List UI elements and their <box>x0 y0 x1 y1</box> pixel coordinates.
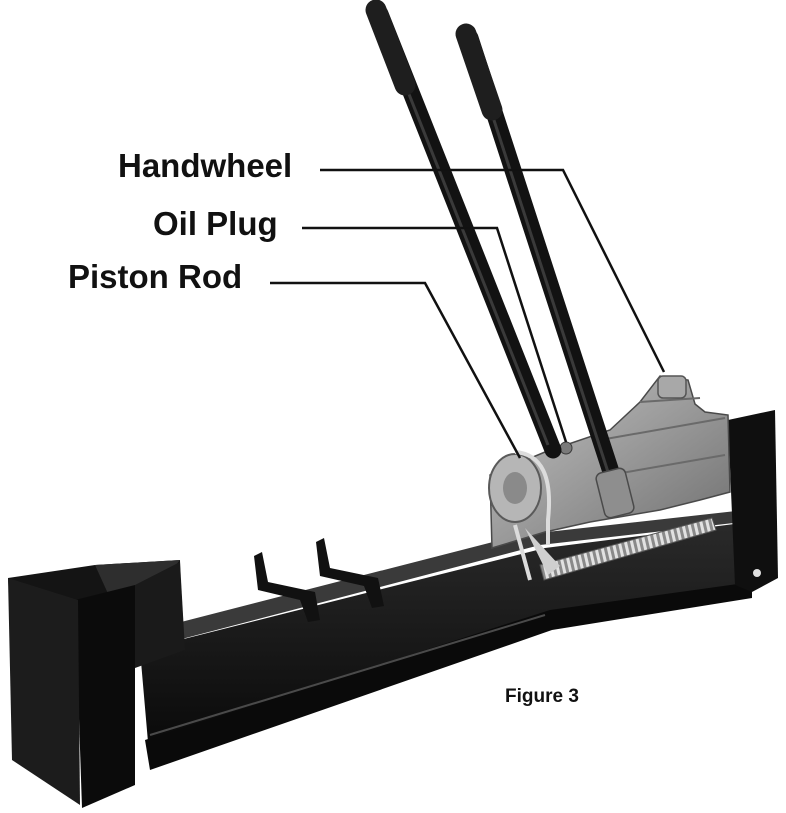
callout-oil-plug: Oil Plug <box>153 205 568 443</box>
return-spring <box>539 517 717 581</box>
figure-caption: Figure 3 <box>505 686 579 707</box>
beam-rail <box>145 582 752 770</box>
handle-socket <box>595 467 635 519</box>
leader-line <box>270 281 522 459</box>
wedge-left-wing <box>8 578 80 805</box>
leader-line <box>302 226 568 443</box>
oil-plug-cap <box>559 441 573 455</box>
end-plate <box>728 410 778 592</box>
wedge-right-wing <box>135 562 185 668</box>
handle-left-grip <box>365 0 416 96</box>
callout-label: Handwheel <box>118 147 292 184</box>
wedge-inner <box>95 560 180 598</box>
wedge-front-plate <box>75 585 135 808</box>
callout-label: Oil Plug <box>153 205 278 242</box>
guard-bracket <box>513 450 551 581</box>
end-plate-bolt <box>753 569 761 577</box>
log-cradle <box>254 552 320 622</box>
log-cradle <box>316 538 384 608</box>
log-splitter-body <box>8 375 778 808</box>
handwheel-knob <box>657 375 687 399</box>
leader-line <box>320 168 666 373</box>
handle-right-grip <box>455 23 503 121</box>
callout-piston-rod: Piston Rod <box>68 258 522 459</box>
callout-label: Piston Rod <box>68 258 242 295</box>
pump-handles <box>365 0 635 519</box>
callout-handwheel: Handwheel <box>118 147 666 373</box>
